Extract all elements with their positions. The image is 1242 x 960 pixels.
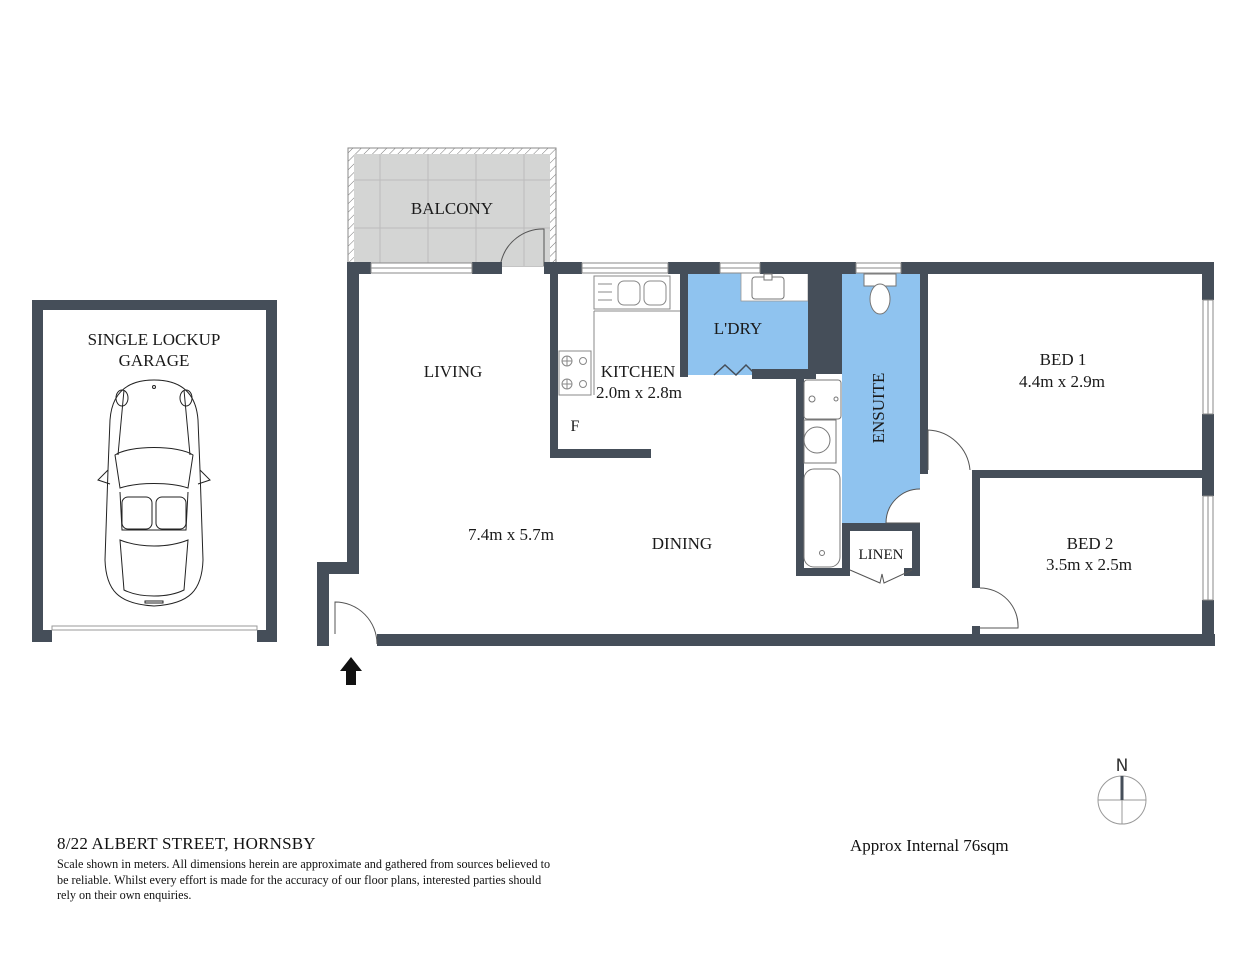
windows — [370, 262, 1214, 601]
kitchen-label: KITCHEN — [601, 362, 676, 381]
fridge-label: F — [571, 418, 580, 435]
ensuite-floor — [842, 273, 920, 523]
disclaimer-text: Scale shown in meters. All dimensions he… — [57, 857, 551, 902]
property-address: 8/22 ALBERT STREET, HORNSBY — [57, 834, 316, 853]
bathtub-icon — [803, 468, 841, 568]
ensuite-door-swing — [885, 488, 921, 524]
walls — [317, 262, 1215, 646]
balcony-label: BALCONY — [411, 199, 493, 218]
balcony-door-swing — [500, 228, 545, 266]
garage-door — [51, 625, 258, 631]
bed1-door-swing — [927, 429, 971, 471]
garage-label-line1: SINGLE LOCKUP — [88, 330, 221, 349]
ensuite-label: ENSUITE — [869, 373, 888, 444]
balcony: BALCONY — [347, 147, 557, 267]
toilet-icon — [869, 283, 891, 315]
north-arrow-icon: N — [1097, 756, 1147, 825]
linen-bifold-door — [849, 569, 913, 584]
bed1-dims: 4.4m x 2.9m — [1019, 372, 1105, 391]
living-label: LIVING — [424, 362, 483, 381]
bed1-label: BED 1 — [1040, 350, 1087, 369]
kitchen-dims: 2.0m x 2.8m — [596, 383, 682, 402]
entry-arrow-icon — [340, 657, 362, 685]
kitchen-fixtures — [558, 275, 680, 396]
laundry-tub-icon — [751, 273, 785, 300]
bed2-dims: 3.5m x 2.5m — [1046, 555, 1132, 574]
car-icon — [97, 379, 211, 607]
shower-icon — [803, 379, 842, 420]
laundry-label: L'DRY — [714, 319, 762, 338]
garage: SINGLE LOCKUP GARAGE — [32, 300, 277, 642]
north-label: N — [1116, 756, 1129, 776]
bed2-label: BED 2 — [1067, 534, 1114, 553]
linen-label: LINEN — [859, 547, 904, 563]
ensuite-fixtures — [803, 273, 897, 568]
bed2-door-swing — [979, 587, 1019, 629]
garage-label-line2: GARAGE — [119, 351, 190, 370]
entry-door-swing — [334, 601, 378, 645]
dining-label: DINING — [652, 534, 712, 553]
living-dims: 7.4m x 5.7m — [468, 525, 554, 544]
approx-internal-area: Approx Internal 76sqm — [850, 836, 1009, 855]
laundry-bifold-door — [713, 363, 757, 377]
